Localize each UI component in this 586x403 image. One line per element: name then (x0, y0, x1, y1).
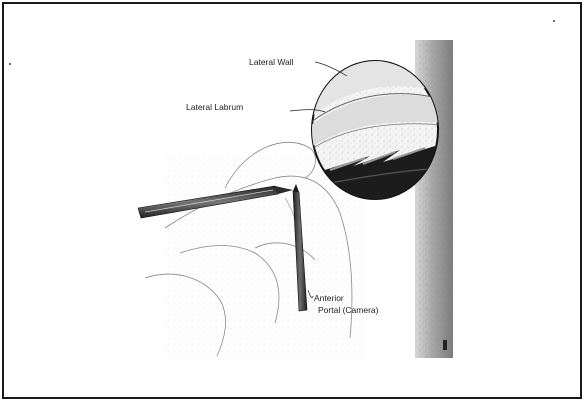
wall-mark (443, 340, 447, 350)
scan-speck (553, 20, 555, 22)
hip-arthroscopy-illustration (125, 38, 455, 363)
scan-speck (9, 63, 11, 65)
label-portal-camera: Portal (Camera) (318, 305, 378, 315)
label-lateral-wall: Lateral Wall (249, 57, 294, 67)
label-anterior: Anterior (314, 293, 344, 303)
label-lateral-labrum: Lateral Labrum (186, 102, 243, 112)
